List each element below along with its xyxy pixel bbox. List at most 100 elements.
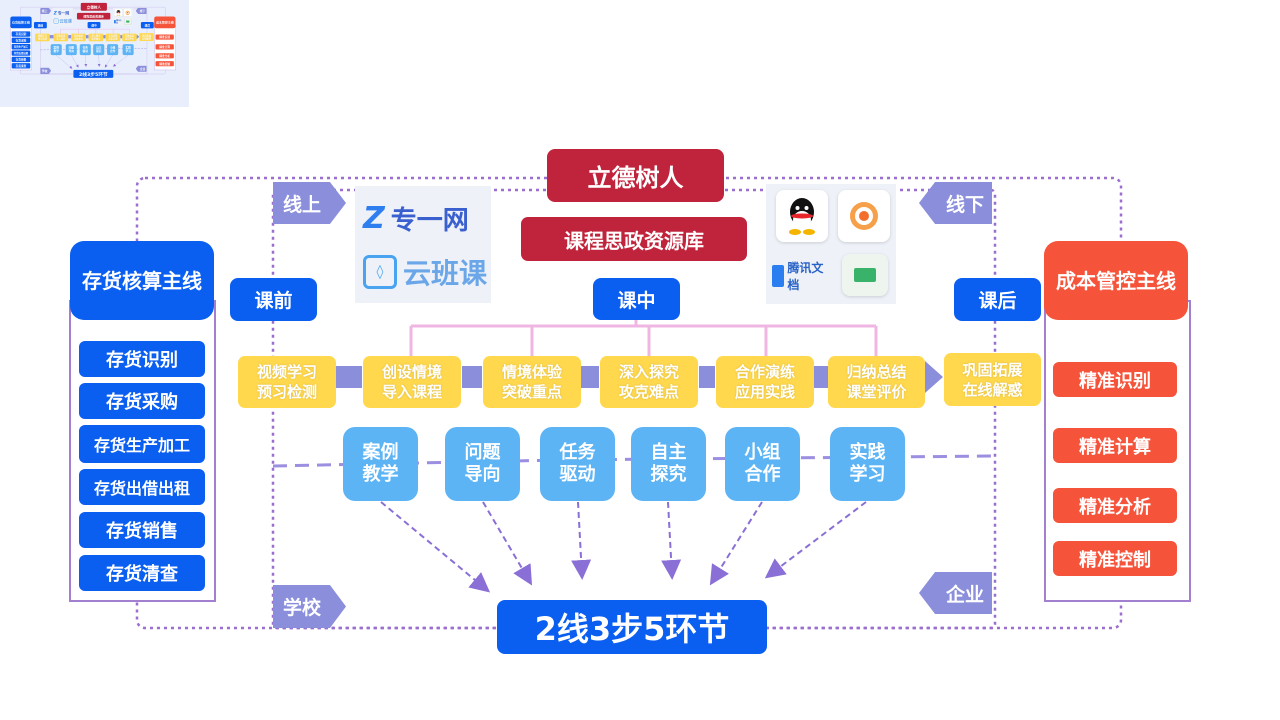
left-line-title: 存货核算主线 (70, 241, 214, 320)
method-text-line2: 学习 (849, 464, 886, 485)
right-line-title: 成本管控主线 (1044, 241, 1188, 320)
thumb-method-text-line2: 驱动 (82, 49, 88, 53)
thumb-phase-during-text: 课中 (91, 23, 97, 27)
tencent-docs-icon (772, 265, 785, 287)
right-line-title-text: 成本管控主线 (1056, 268, 1176, 293)
step-text-line1: 合作演练 (734, 363, 795, 381)
tag-online: 线上 (273, 182, 346, 224)
thumb-method-text-line1: 自主 (96, 46, 102, 50)
thumb-left-line-item-text: 存货生产加工 (13, 45, 29, 49)
kn-app-icon (842, 254, 888, 296)
right-line-item-text: 精准计算 (1079, 436, 1151, 458)
thumb-method-text-line1: 小组 (109, 46, 116, 50)
thumb-step-box: 情境体验突破重点 (71, 33, 86, 42)
thumb-resource-library-box: 课程思政资源库 (76, 12, 111, 20)
method-text-line2: 探究 (650, 464, 687, 485)
thumb-left-line-title: 存货核算主线 (10, 16, 32, 29)
thumb-phase-during: 课中 (87, 21, 101, 29)
thumb-step-text-line1: 情境体验 (74, 34, 84, 38)
method-text-line1: 自主 (650, 442, 687, 463)
method-text-line1: 小组 (744, 442, 781, 463)
step-text-line2: 突破重点 (501, 383, 562, 401)
thumb-zhuanyi-mark-icon: Z (53, 10, 57, 16)
thumb-left-line-item-text: 存货出借出租 (13, 51, 29, 55)
thumb-right-line-item: 精准分析 (155, 53, 174, 59)
thumb-step-box: 深入探究攻克难点 (88, 33, 104, 42)
phase-after: 课后 (954, 278, 1041, 321)
thumb-left-line-item-text: 存货识别 (15, 32, 27, 36)
right-line-item-text: 精准控制 (1079, 549, 1151, 571)
step-text-line1: 深入探究 (618, 363, 679, 381)
left-line-item-text: 存货识别 (106, 350, 178, 371)
thumb-cloud-class-icon: ◊ (53, 18, 59, 24)
zhuanyi-logo: Z 专一网 (363, 198, 483, 238)
method-box: 案例教学 (343, 427, 418, 501)
thumb-offline-platform-logos: 腾讯文档 (113, 8, 133, 26)
step-box: 深入探究攻克难点 (600, 356, 698, 408)
thumb-tag-enterprise-text: 企业 (139, 67, 146, 71)
thumb-left-line-item-text: 存货采购 (15, 38, 27, 43)
method-text-line1: 案例 (362, 442, 399, 463)
method-text-line1: 实践 (849, 442, 886, 463)
thumb-step-text-line1: 视频学习 (37, 34, 47, 38)
thumb-phase-after-text: 课后 (144, 23, 151, 28)
thumb-tag-online-text: 线上 (41, 9, 48, 13)
thumb-yunbanke-logo: ◊ 云班课 (53, 18, 72, 25)
thumb-method-text-line2: 教学 (53, 49, 59, 53)
thumb-step-text-line2: 攻克难点 (91, 37, 101, 41)
tag-school: 学校 (273, 585, 346, 628)
zhuanyi-mark-icon: Z (363, 200, 385, 236)
phase-before: 课前 (230, 278, 317, 321)
thumb-tag-school: 学校 (40, 67, 52, 75)
thumb-left-line-item: 存货识别 (11, 31, 31, 37)
thumb-left-line-item: 存货清查 (11, 63, 31, 69)
left-line-item: 存货清查 (79, 555, 205, 591)
thumb-step-text-line1: 创设情境 (56, 34, 66, 38)
right-line-item-text: 精准识别 (1079, 370, 1151, 392)
thumb-tencent-docs-icon (114, 20, 116, 24)
method-text-line2: 教学 (362, 464, 399, 485)
right-line-item: 精准计算 (1053, 428, 1177, 463)
thumb-step-text-line1: 归纳总结 (125, 34, 134, 38)
step-text-line1: 创设情境 (381, 363, 442, 381)
step-text-line1: 视频学习 (256, 363, 317, 381)
step-box: 巩固拓展在线解惑 (944, 353, 1041, 406)
thumb-zhuanyi-logo: Z 专一网 (54, 10, 72, 16)
thumb-tencent-docs-logo: 腾讯文档 (114, 19, 123, 25)
resource-library-text: 课程思政资源库 (564, 228, 704, 253)
right-line-item: 精准识别 (1053, 362, 1177, 397)
thumb-method-text-line1: 问题 (68, 46, 74, 50)
method-box: 问题导向 (445, 427, 520, 501)
step-text-line2: 攻克难点 (618, 383, 679, 401)
thumb-left-line-item: 存货销售 (11, 56, 31, 63)
thumb-method-box: 任务驱动 (79, 44, 91, 56)
thumb-step-text-line1: 深入探究 (91, 34, 101, 38)
title-box: 立德树人 (547, 149, 724, 202)
thumb-step-box: 归纳总结课堂评价 (122, 33, 137, 42)
thumb-left-line-item-text: 存货清查 (15, 64, 27, 68)
yunbanke-logo: ◊ 云班课 (363, 250, 487, 294)
thumb-title-box: 立德树人 (80, 2, 107, 11)
step-box: 合作演练应用实践 (716, 356, 814, 408)
left-line-item: 存货采购 (79, 383, 205, 419)
thumb-right-line-item-text: 精准计算 (159, 45, 171, 49)
thumb-left-line-item: 存货出借出租 (11, 50, 31, 56)
method-box: 小组合作 (725, 427, 800, 501)
thumb-left-line-item-text: 存货销售 (15, 58, 27, 62)
method-text-line1: 任务 (559, 442, 596, 463)
step-box: 创设情境导入课程 (363, 356, 461, 408)
step-text-line2: 预习检测 (256, 383, 317, 401)
thumb-method-text-line2: 探究 (96, 49, 102, 53)
thumb-method-box: 问题导向 (65, 44, 77, 56)
left-line-item-text: 存货采购 (106, 392, 178, 413)
step-box: 情境体验突破重点 (483, 356, 581, 408)
step-text-line2: 课堂评价 (846, 383, 907, 401)
step-text-line2: 导入课程 (381, 383, 442, 401)
tag-offline-text: 线下 (945, 193, 984, 216)
phase-during-text: 课中 (617, 289, 656, 312)
thumb-right-line-item-text: 精准控制 (159, 62, 171, 66)
tag-online-text: 线上 (283, 193, 322, 216)
thumb-step-text-line2: 应用实践 (108, 37, 118, 41)
diagram: 立德树人 课程思政资源库 线上 线下 学校 企业 Z 专一网 ◊ 云班课 (0, 0, 189, 88)
thumb-right-line-item: 精准控制 (155, 61, 174, 67)
